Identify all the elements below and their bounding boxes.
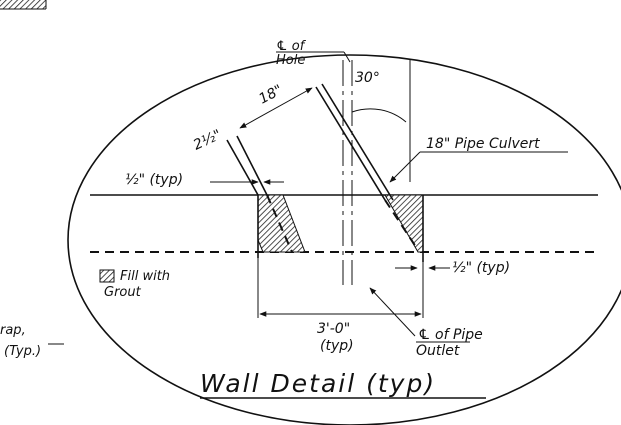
detail-callout-ellipse: [67, 54, 621, 425]
pipe-culvert-label: 18" Pipe Culvert: [426, 136, 540, 152]
legend-text-2: Grout: [104, 285, 142, 300]
dimension-text-1: 3'-0": [317, 321, 350, 337]
legend: Fill with Grout: [99, 269, 170, 300]
gap-right-label: ½" (typ): [452, 260, 510, 276]
cl-pipe-text-2: Outlet: [416, 343, 460, 359]
corner-scrap: [0, 0, 47, 10]
detail-title: Wall Detail (typ): [200, 369, 436, 398]
grout-fill-left: [257, 194, 306, 253]
partial-label-1: rap,: [0, 323, 26, 338]
pipe-width-dimension: [239, 87, 313, 129]
pipe-width-label: 18": [256, 82, 285, 108]
legend-swatch: [99, 269, 115, 283]
wall-thickness-label: 2½": [191, 127, 224, 154]
gap-left-label: ½" (typ): [125, 172, 183, 188]
partial-label-2: (Typ.): [4, 344, 41, 359]
legend-text-1: Fill with: [120, 269, 170, 284]
cl-hole-text-1: ℄ of: [276, 39, 307, 54]
cl-hole-label: ℄ of Hole: [276, 39, 351, 68]
angle-arc: [351, 108, 407, 123]
dimension-text-2: (typ): [320, 338, 354, 354]
pipe-culvert: [226, 83, 419, 253]
cl-hole-text-2: Hole: [276, 53, 305, 68]
angle-label: 30°: [355, 70, 380, 86]
grout-fill-right: [384, 194, 424, 253]
cl-pipe-text-1: ℄ of Pipe: [418, 327, 483, 343]
